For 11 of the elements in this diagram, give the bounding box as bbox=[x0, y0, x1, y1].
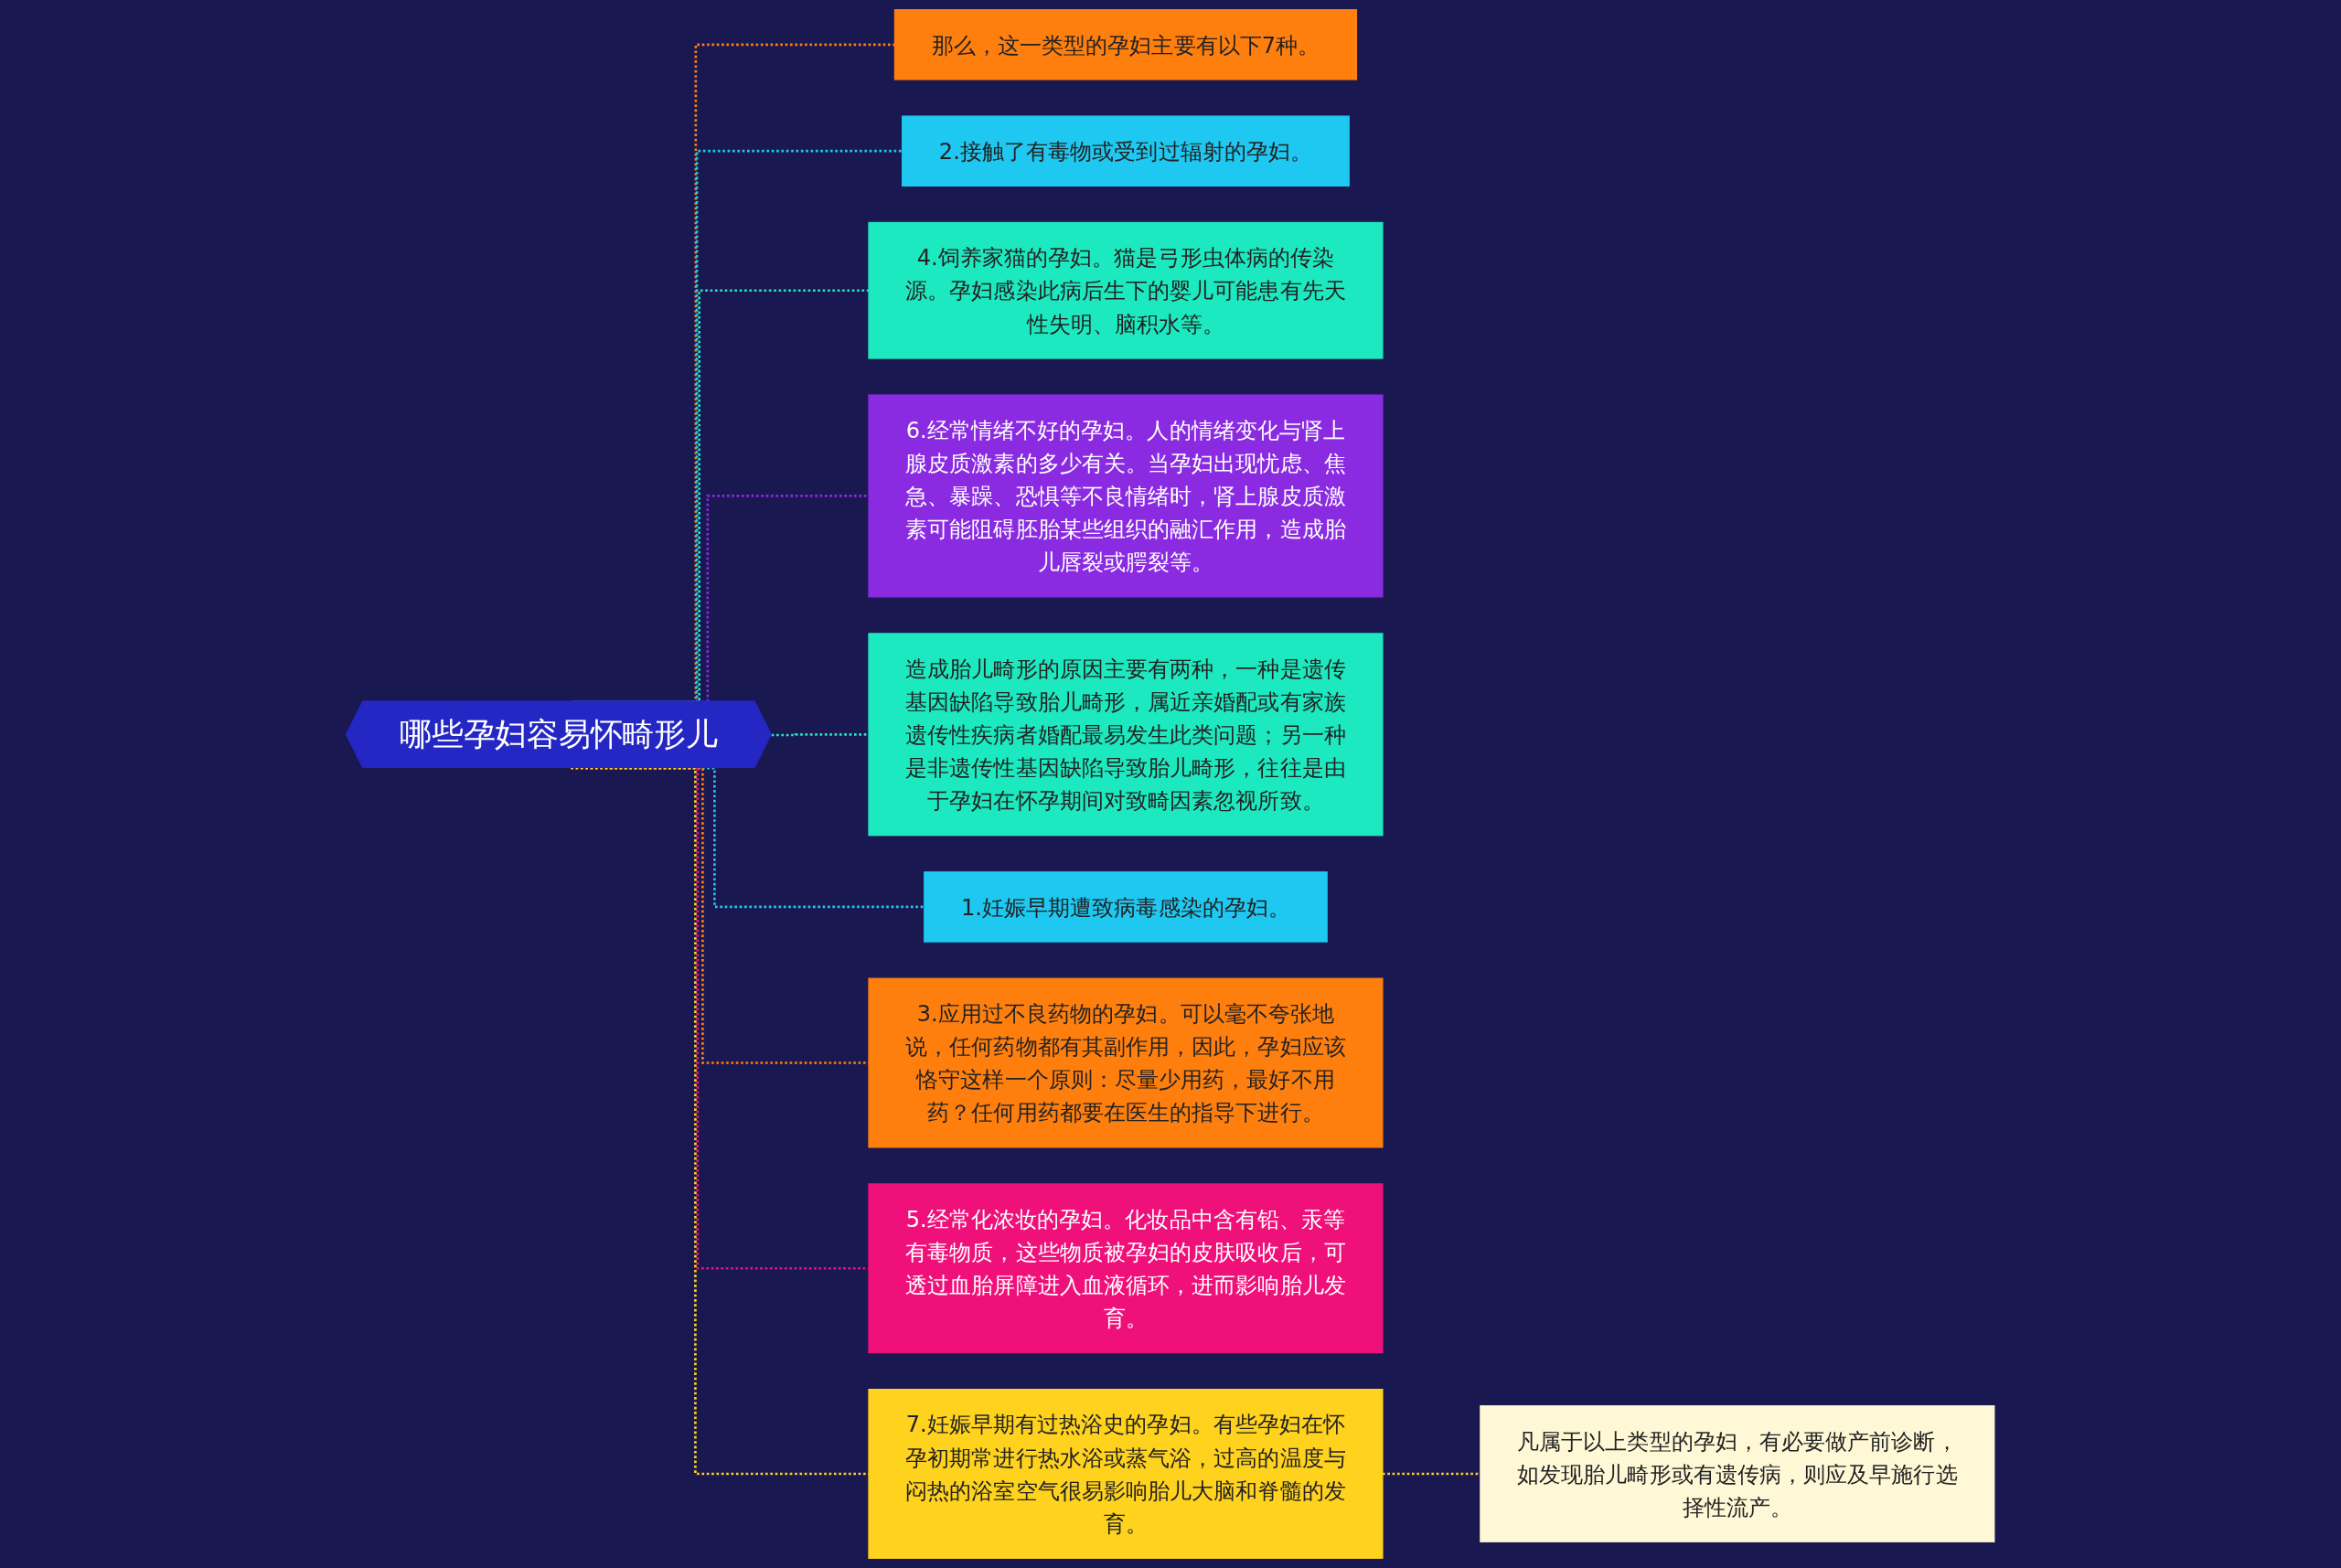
node-box: 2.接触了有毒物或受到过辐射的孕妇。 bbox=[902, 115, 1351, 187]
node-box: 凡属于以上类型的孕妇，有必要做产前诊断，如发现胎儿畸形或有遗传病，则应及早施行选择性流产。 bbox=[1480, 1405, 1995, 1542]
node-box: 4.饲养家猫的孕妇。猫是弓形虫体病的传染源。孕妇感染此病后生下的婴儿可能患有先天性失明、脑积水等。 bbox=[868, 221, 1384, 359]
node-box: 7.妊娠早期有过热浴史的孕妇。有些孕妇在怀孕初期常进行热水浴或蒸气浴，过高的温度与闷热的浴室空气很易影响胎儿大脑和脊髓的发育。 bbox=[868, 1389, 1384, 1559]
node-box: 3.应用过不良药物的孕妇。可以毫不夸张地说，任何药物都有其副作用，因此，孕妇应该恪守这样一个原则：尽量少用药，最好不用药？任何用药都要在医生的指导下进行。 bbox=[868, 977, 1384, 1148]
node-box: 5.经常化浓妆的孕妇。化妆品中含有铅、汞等有毒物质，这些物质被孕妇的皮肤吸收后，可透过血胎屏障进入血液循环，进而影响胎儿发育。 bbox=[868, 1183, 1384, 1354]
connector bbox=[609, 766, 925, 909]
node-box: 造成胎儿畸形的原因主要有两种，一种是遗传基因缺陷导致胎儿畸形，属近亲婚配或有家族遗传性疾病者婚配最易发生此类问题；另一种是非遗传性基因缺陷导致胎儿畸形，往往是由于孕妇在怀孕期间对致畸因素忽视所致。 bbox=[868, 633, 1384, 837]
node-box: 6.经常情绪不好的孕妇。人的情绪变化与肾上腺皮质激素的多少有关。当孕妇出现忧虑、焦急、暴躁、恐惧等不良情绪时，肾上腺皮质激素可能阻碍胚胎某些组织的融汇作用，造成胎儿唇裂或腭裂等。 bbox=[868, 394, 1384, 598]
node-box: 那么，这一类型的孕妇主要有以下7种。 bbox=[894, 9, 1358, 80]
node-box: 1.妊娠早期遭致病毒感染的孕妇。 bbox=[924, 871, 1329, 943]
